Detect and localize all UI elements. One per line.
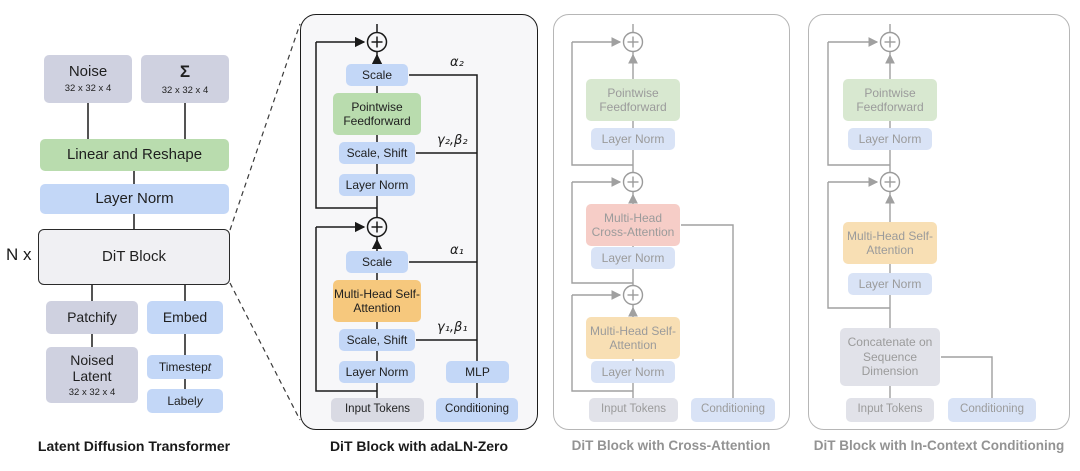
layer-norm-box: Layer Norm — [591, 247, 675, 269]
pointwise-feedforward-box: Pointwise Feedforward — [333, 93, 421, 135]
label-y-box: Label y — [147, 389, 223, 413]
dit-block-box: DiT Block — [38, 229, 230, 285]
noise-output-box: Noise 32 x 32 x 4 — [44, 55, 132, 103]
noised-latent-label: Noised Latent — [70, 351, 114, 385]
label-y-label: Label — [167, 393, 197, 408]
panel4-caption: DiT Block with In-Context Conditioning — [813, 438, 1065, 453]
layer-norm-top-box: Layer Norm — [339, 174, 415, 196]
gamma1-beta1-label: γ₁,β₁ — [437, 320, 468, 335]
zoom-dashed-lines — [229, 23, 301, 421]
embed-box: Embed — [147, 301, 223, 334]
multi-head-cross-attention-box: Multi-Head Cross-Attention — [586, 204, 680, 246]
noised-latent-dims: 32 x 32 x 4 — [68, 387, 116, 399]
label-y-var: y — [196, 393, 203, 408]
alpha2-label: α₂ — [450, 55, 464, 70]
n-times-label: N x — [6, 245, 32, 264]
scale-bottom-box: Scale — [346, 251, 408, 273]
mlp-box: MLP — [446, 361, 509, 383]
noise-label: Noise — [68, 63, 108, 81]
layer-norm-box: Layer Norm — [40, 184, 229, 214]
gamma2-beta2-label: γ₂,β₂ — [437, 133, 468, 148]
panel1-caption: Latent Diffusion Transformer — [37, 438, 231, 454]
noised-latent-box: Noised Latent 32 x 32 x 4 — [46, 347, 138, 403]
conditioning-box: Conditioning — [436, 398, 518, 422]
sigma-output-box: Σ 32 x 32 x 4 — [141, 55, 229, 103]
layer-norm-bottom-box: Layer Norm — [339, 361, 415, 383]
input-tokens-box: Input Tokens — [589, 398, 678, 422]
multi-head-self-attention-box: Multi-Head Self-Attention — [333, 280, 421, 322]
concatenate-box: Concatenate on Sequence Dimension — [840, 328, 940, 386]
multi-head-self-attention-box: Multi-Head Self-Attention — [843, 222, 937, 264]
timestep-var: t — [207, 359, 212, 374]
panel2-caption: DiT Block with adaLN-Zero — [329, 438, 509, 454]
layer-norm-box: Layer Norm — [848, 128, 932, 150]
layer-norm-box: Layer Norm — [848, 273, 932, 295]
layer-norm-box: Layer Norm — [591, 361, 675, 383]
alpha1-label: α₁ — [450, 243, 464, 258]
linear-reshape-box: Linear and Reshape — [40, 139, 229, 171]
multi-head-self-attention-box: Multi-Head Self-Attention — [586, 317, 680, 359]
conditioning-box: Conditioning — [691, 398, 775, 422]
input-tokens-box: Input Tokens — [846, 398, 934, 422]
noise-dims: 32 x 32 x 4 — [64, 83, 112, 95]
patchify-box: Patchify — [46, 301, 138, 334]
layer-norm-box: Layer Norm — [591, 128, 675, 150]
sigma-dims: 32 x 32 x 4 — [161, 84, 209, 96]
panel3-caption: DiT Block with Cross-Attention — [571, 438, 771, 453]
pointwise-feedforward-box: Pointwise Feedforward — [843, 79, 937, 121]
scale-shift-top-box: Scale, Shift — [339, 142, 415, 164]
pointwise-feedforward-box: Pointwise Feedforward — [586, 79, 680, 121]
timestep-box: Timestep t — [147, 355, 223, 379]
sigma-label: Σ — [179, 62, 191, 82]
scale-shift-bottom-box: Scale, Shift — [339, 329, 415, 351]
input-tokens-box: Input Tokens — [331, 398, 424, 422]
scale-top-box: Scale — [346, 64, 408, 86]
timestep-label: Timestep — [158, 359, 208, 374]
conditioning-box: Conditioning — [948, 398, 1036, 422]
